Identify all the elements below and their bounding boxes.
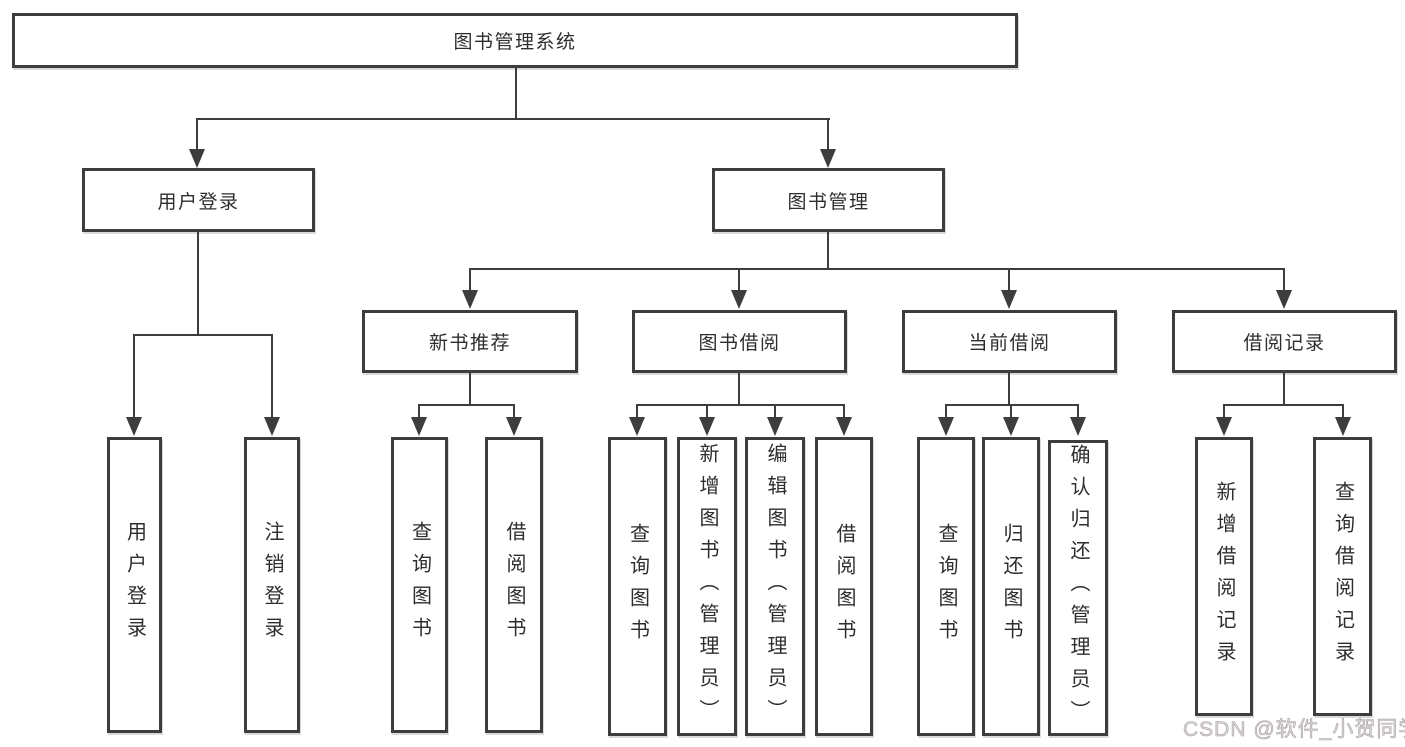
connector-line bbox=[271, 334, 273, 419]
arrowhead-down-icon bbox=[506, 417, 522, 436]
connector-line bbox=[1008, 268, 1010, 292]
node-leaf-user-login: 用户登录 bbox=[107, 437, 162, 733]
node-leaf-add-borrow-record: 新增借阅记录 bbox=[1195, 437, 1253, 716]
node-leaf-confirm-return-admin: 确认归还（管理员） bbox=[1048, 440, 1108, 736]
node-leaf-logout: 注销登录 bbox=[244, 437, 300, 733]
arrowhead-down-icon bbox=[836, 417, 852, 436]
arrowhead-down-icon bbox=[1003, 417, 1019, 436]
node-leaf-return-books: 归还图书 bbox=[982, 437, 1040, 736]
arrowhead-down-icon bbox=[1070, 417, 1086, 436]
arrowhead-down-icon bbox=[411, 417, 427, 436]
connector-line bbox=[827, 118, 829, 151]
arrowhead-down-icon bbox=[189, 149, 205, 168]
connector-line bbox=[843, 404, 845, 419]
node-new-book-recommendation: 新书推荐 bbox=[362, 310, 578, 373]
connector-line bbox=[469, 268, 1285, 270]
connector-line bbox=[1010, 404, 1012, 419]
connector-line bbox=[827, 232, 829, 270]
arrowhead-down-icon bbox=[731, 290, 747, 309]
arrowhead-down-icon bbox=[1276, 290, 1292, 309]
node-label: 新增图书（管理员） bbox=[696, 442, 718, 731]
connector-line bbox=[1283, 268, 1285, 292]
arrowhead-down-icon bbox=[1216, 417, 1232, 436]
node-label: 借阅记录 bbox=[1243, 333, 1326, 354]
connector-line bbox=[133, 334, 135, 419]
node-borrowing-records: 借阅记录 bbox=[1172, 310, 1397, 373]
arrowhead-down-icon bbox=[462, 290, 478, 309]
arrowhead-down-icon bbox=[820, 149, 836, 168]
node-label: 查询借阅记录 bbox=[1331, 480, 1354, 673]
node-label: 用户登录 bbox=[123, 521, 146, 649]
node-label: 用户登录 bbox=[157, 191, 240, 213]
node-label: 新增借阅记录 bbox=[1213, 480, 1235, 673]
arrowhead-down-icon bbox=[767, 417, 783, 436]
node-leaf-borrow-books-2: 借阅图书 bbox=[815, 437, 873, 736]
node-leaf-add-books-admin: 新增图书（管理员） bbox=[677, 437, 737, 736]
node-label: 查询图书 bbox=[408, 521, 431, 649]
connector-line bbox=[513, 404, 515, 419]
node-current-borrowing: 当前借阅 bbox=[902, 310, 1117, 373]
node-label: 当前借阅 bbox=[968, 333, 1051, 354]
connector-line bbox=[738, 373, 740, 406]
connector-line bbox=[418, 404, 420, 419]
node-library-management-system: 图书管理系统 bbox=[12, 13, 1018, 68]
connector-line bbox=[774, 404, 776, 419]
connector-line bbox=[945, 404, 1079, 406]
connector-line bbox=[636, 404, 638, 419]
node-user-login: 用户登录 bbox=[82, 168, 315, 232]
connector-line bbox=[636, 404, 845, 406]
node-book-management: 图书管理 bbox=[712, 168, 945, 232]
node-book-borrowing: 图书借阅 bbox=[632, 310, 847, 373]
node-label: 归还图书 bbox=[1000, 522, 1022, 651]
node-leaf-query-books-3: 查询图书 bbox=[917, 437, 975, 736]
connector-line bbox=[738, 268, 740, 292]
connector-line bbox=[1008, 373, 1010, 406]
node-label: 借阅图书 bbox=[833, 522, 855, 651]
node-label: 借阅图书 bbox=[503, 521, 525, 649]
connector-line bbox=[469, 268, 471, 292]
arrowhead-down-icon bbox=[1001, 290, 1017, 309]
node-label: 编辑图书（管理员） bbox=[764, 442, 786, 731]
node-label: 新书推荐 bbox=[428, 333, 511, 354]
node-label: 确认归还（管理员） bbox=[1067, 444, 1089, 732]
node-leaf-edit-books-admin: 编辑图书（管理员） bbox=[745, 437, 805, 736]
connector-line bbox=[469, 373, 471, 406]
connector-line bbox=[706, 404, 708, 419]
arrowhead-down-icon bbox=[938, 417, 954, 436]
node-label: 查询图书 bbox=[935, 522, 957, 651]
node-label: 注销登录 bbox=[261, 521, 283, 649]
connector-line bbox=[515, 68, 517, 120]
node-leaf-query-books-2: 查询图书 bbox=[608, 437, 667, 736]
connector-line bbox=[1077, 404, 1079, 419]
node-leaf-query-borrow-record: 查询借阅记录 bbox=[1313, 437, 1372, 716]
node-leaf-query-books-1: 查询图书 bbox=[391, 437, 448, 733]
connector-line bbox=[1223, 404, 1225, 419]
node-label: 图书管理系统 bbox=[453, 32, 577, 53]
node-label: 图书管理 bbox=[787, 191, 870, 213]
arrowhead-down-icon bbox=[264, 417, 280, 436]
arrowhead-down-icon bbox=[629, 417, 645, 436]
connector-line bbox=[197, 232, 199, 336]
connector-line bbox=[133, 334, 273, 336]
connector-line bbox=[945, 404, 947, 419]
node-label: 查询图书 bbox=[626, 522, 649, 651]
connector-line bbox=[196, 118, 830, 120]
arrowhead-down-icon bbox=[1335, 417, 1351, 436]
node-leaf-borrow-books-1: 借阅图书 bbox=[485, 437, 543, 733]
connector-line bbox=[1283, 373, 1285, 406]
arrowhead-down-icon bbox=[126, 417, 142, 436]
connector-line bbox=[196, 118, 198, 151]
connector-line bbox=[418, 404, 515, 406]
connector-line bbox=[1223, 404, 1344, 406]
csdn-watermark: CSDN @软件_小贺同学 bbox=[1183, 718, 1405, 742]
arrowhead-down-icon bbox=[699, 417, 715, 436]
connector-line bbox=[1342, 404, 1344, 419]
node-label: 图书借阅 bbox=[698, 333, 781, 354]
